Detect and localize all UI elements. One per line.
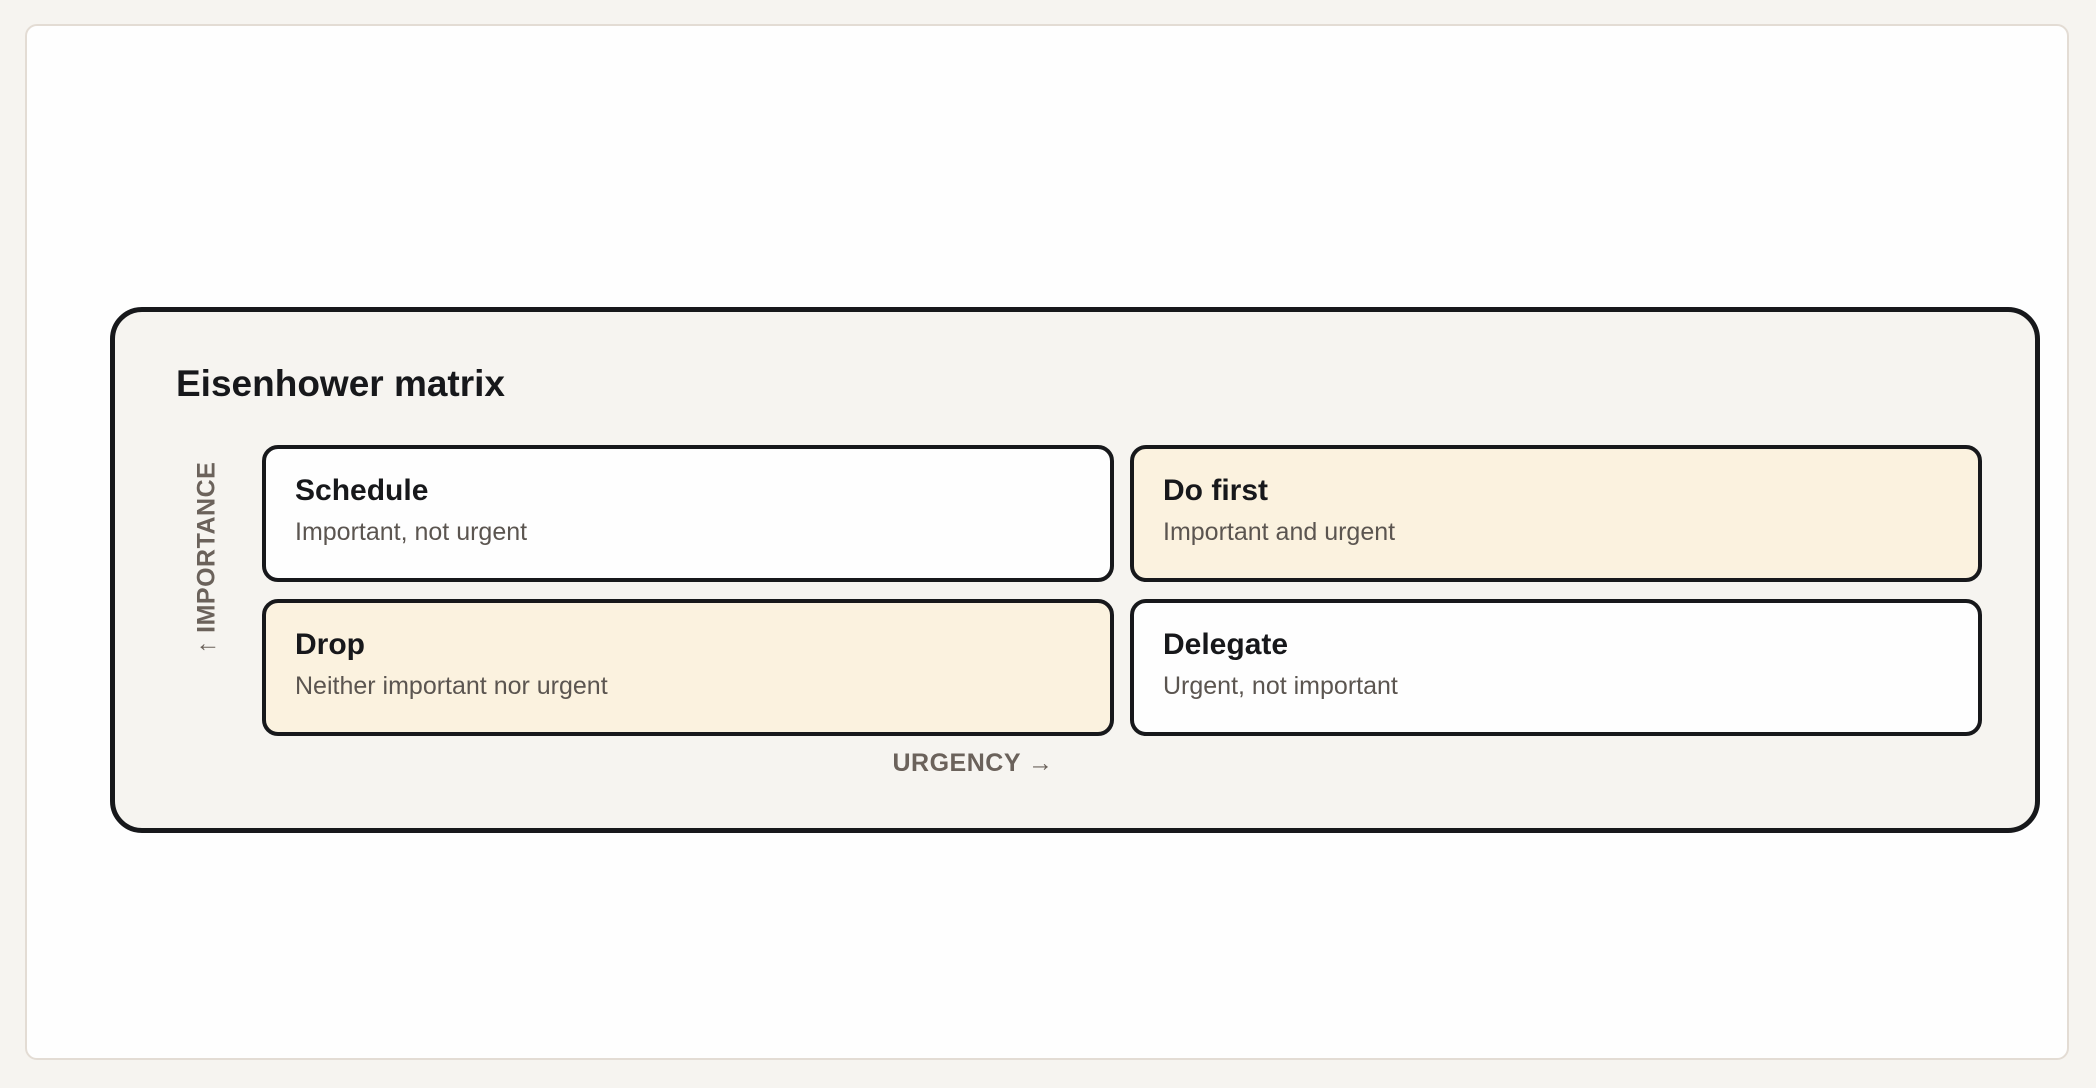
- quadrant-subtitle: Urgent, not important: [1163, 672, 1398, 700]
- quadrant-title: Delegate: [1163, 628, 1289, 661]
- quadrant-drop: Drop Neither important nor urgent: [262, 599, 1114, 736]
- quadrant-do-first: Do first Important and urgent: [1130, 445, 1982, 582]
- page-frame: Eisenhower matrix ↑ IMPORTANCE Schedule …: [25, 24, 2069, 1060]
- quadrant-title: Schedule: [295, 474, 429, 507]
- matrix-card: Eisenhower matrix ↑ IMPORTANCE Schedule …: [110, 307, 2040, 833]
- quadrant-schedule: Schedule Important, not urgent: [262, 445, 1114, 582]
- diagram-title: Eisenhower matrix: [176, 363, 506, 404]
- quadrant-subtitle: Important, not urgent: [295, 518, 528, 546]
- importance-axis-label: ↑ IMPORTANCE: [192, 461, 221, 653]
- quadrant-subtitle: Important and urgent: [1163, 518, 1396, 546]
- importance-axis: ↑ IMPORTANCE: [157, 461, 257, 653]
- quadrant-delegate: Delegate Urgent, not important: [1130, 599, 1982, 736]
- quadrant-subtitle: Neither important nor urgent: [295, 672, 608, 700]
- urgency-axis-label: URGENCY →: [892, 749, 1054, 777]
- quadrant-title: Drop: [295, 628, 365, 661]
- quadrant-title: Do first: [1163, 474, 1268, 507]
